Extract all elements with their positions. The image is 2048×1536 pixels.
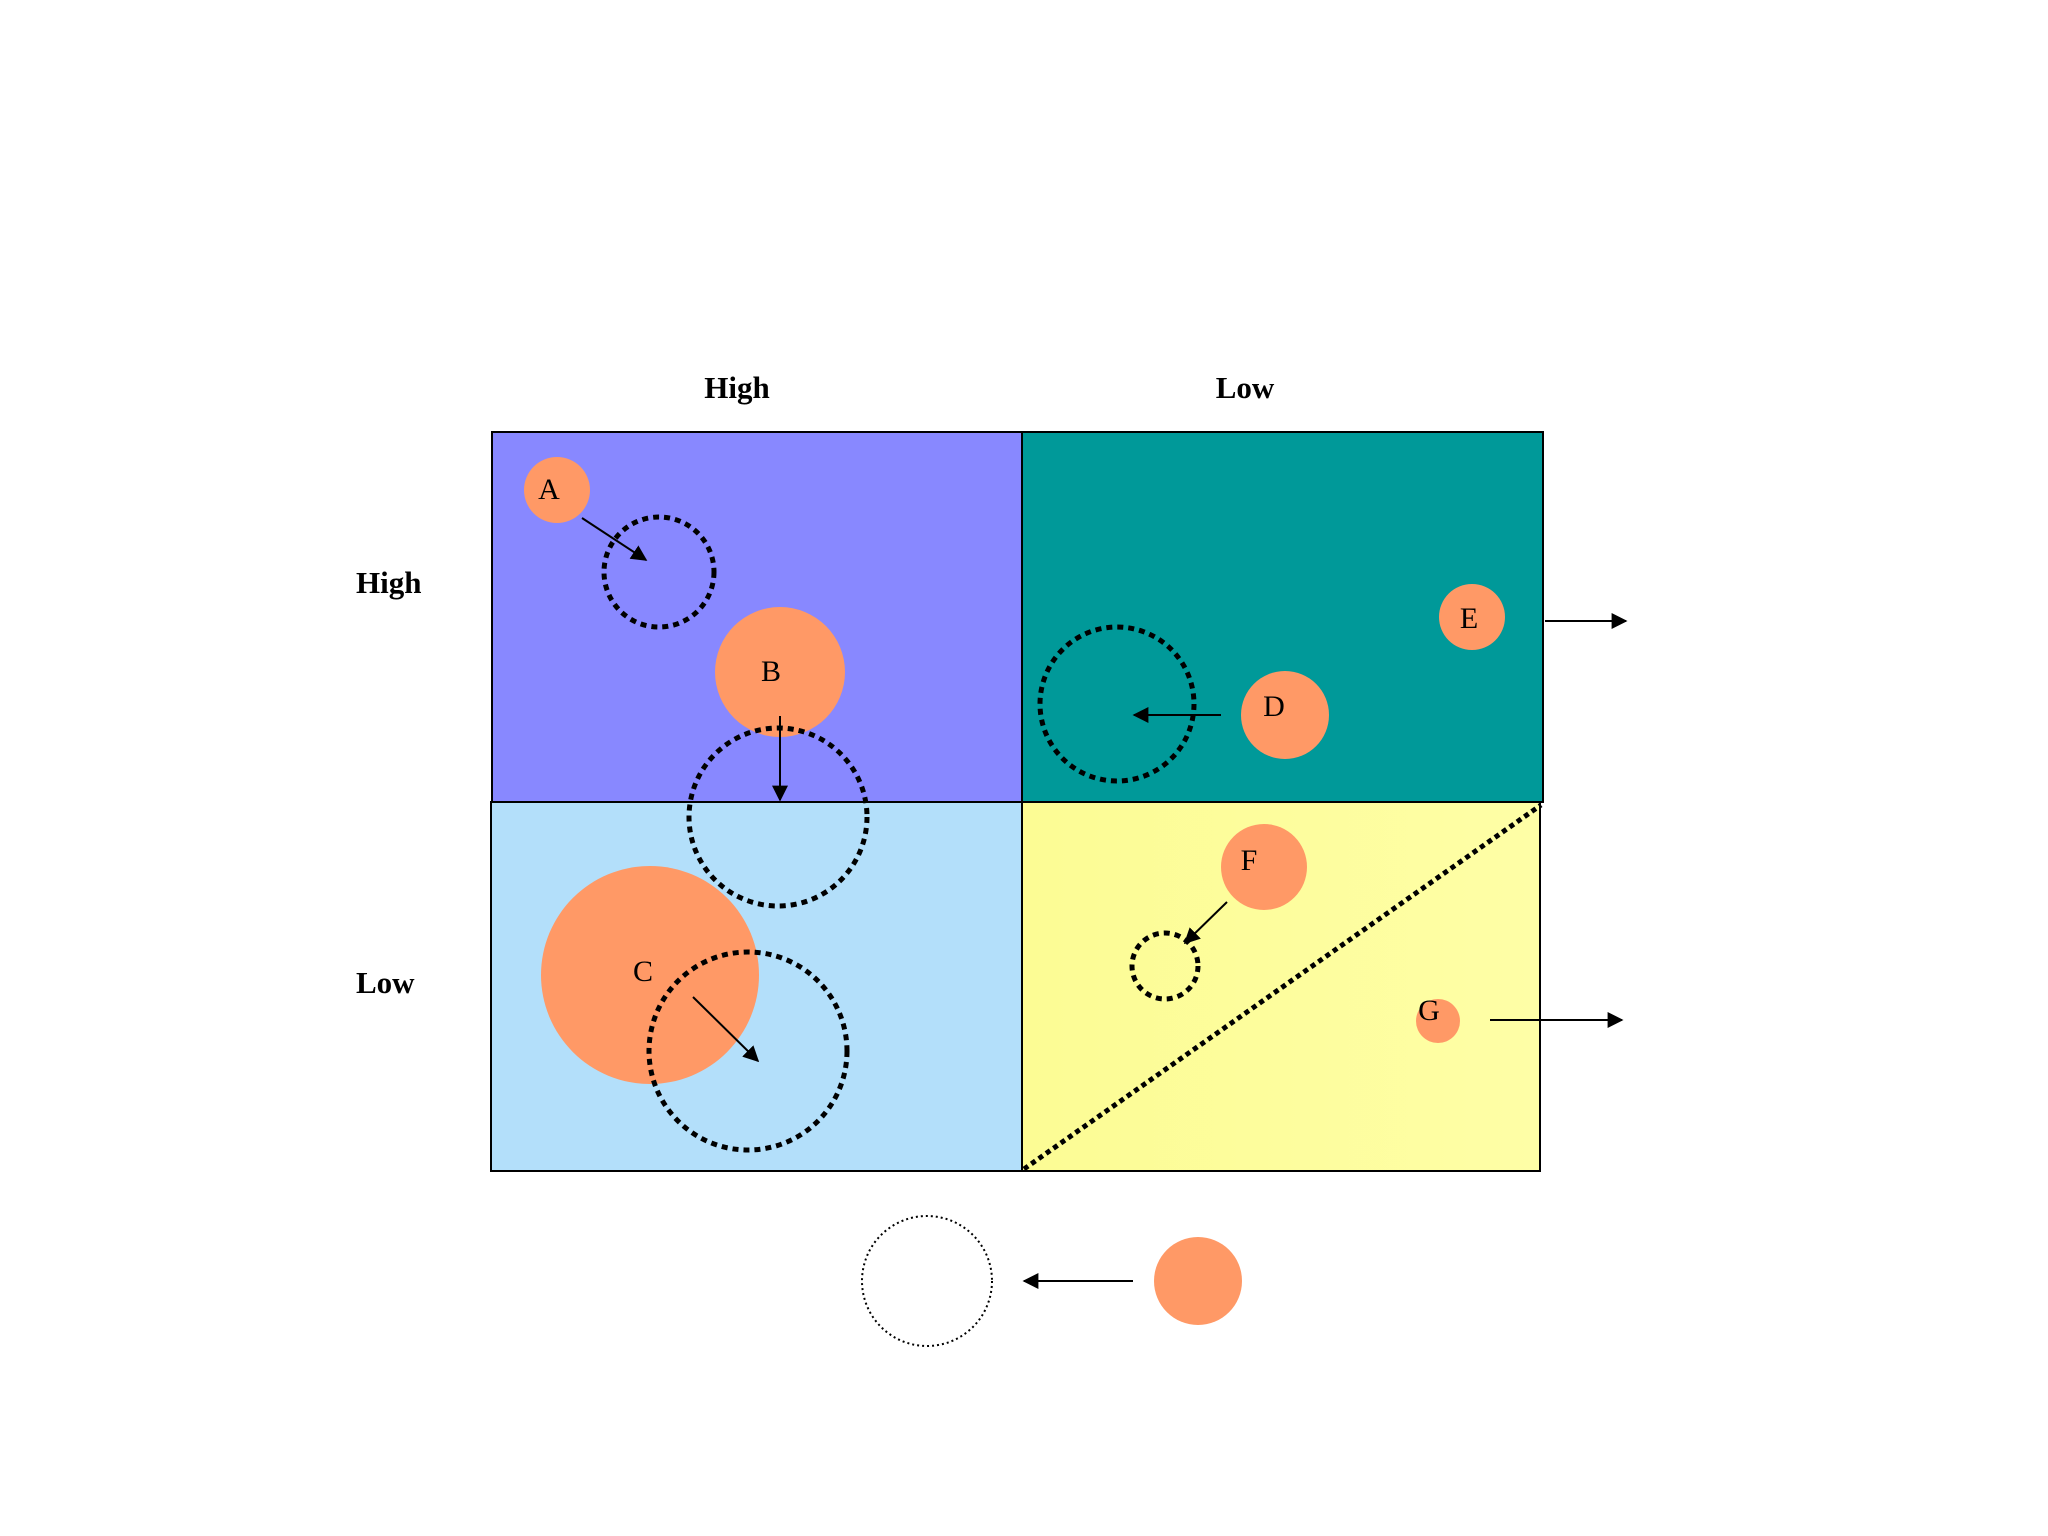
bubble-d [1241, 671, 1329, 759]
target-circle-d [1037, 624, 1197, 784]
bubble-a [524, 457, 590, 523]
bubble-c-label: C [633, 955, 653, 988]
arrow-a [581, 517, 648, 561]
target-circle-f [1129, 930, 1201, 1002]
bubble-f [1221, 824, 1307, 910]
legend-target-circle [861, 1215, 993, 1347]
row-label-high: High [356, 565, 421, 600]
target-circle-b [686, 725, 870, 909]
bubble-f-label: F [1241, 844, 1258, 877]
bubble-e [1439, 584, 1505, 650]
bubble-d-label: D [1263, 690, 1285, 723]
arrow-c [692, 996, 760, 1063]
bubble-c [541, 866, 759, 1084]
row-label-low: Low [356, 965, 415, 1000]
diagonal-dotted-line [1022, 802, 1543, 1172]
column-label-low: Low [1216, 370, 1275, 405]
bubble-b-label: B [761, 655, 781, 688]
legend-bubble [1154, 1237, 1242, 1325]
target-circle-c [646, 949, 850, 1153]
bubble-g [1416, 999, 1460, 1043]
target-circle-a [601, 514, 717, 630]
bubble-e-label: E [1460, 602, 1478, 635]
bubble-b [715, 607, 845, 737]
column-label-high: High [704, 370, 769, 405]
bubble-g-label: G [1418, 994, 1440, 1027]
bubble-a-label: A [538, 473, 560, 506]
arrow-f [1183, 901, 1228, 945]
